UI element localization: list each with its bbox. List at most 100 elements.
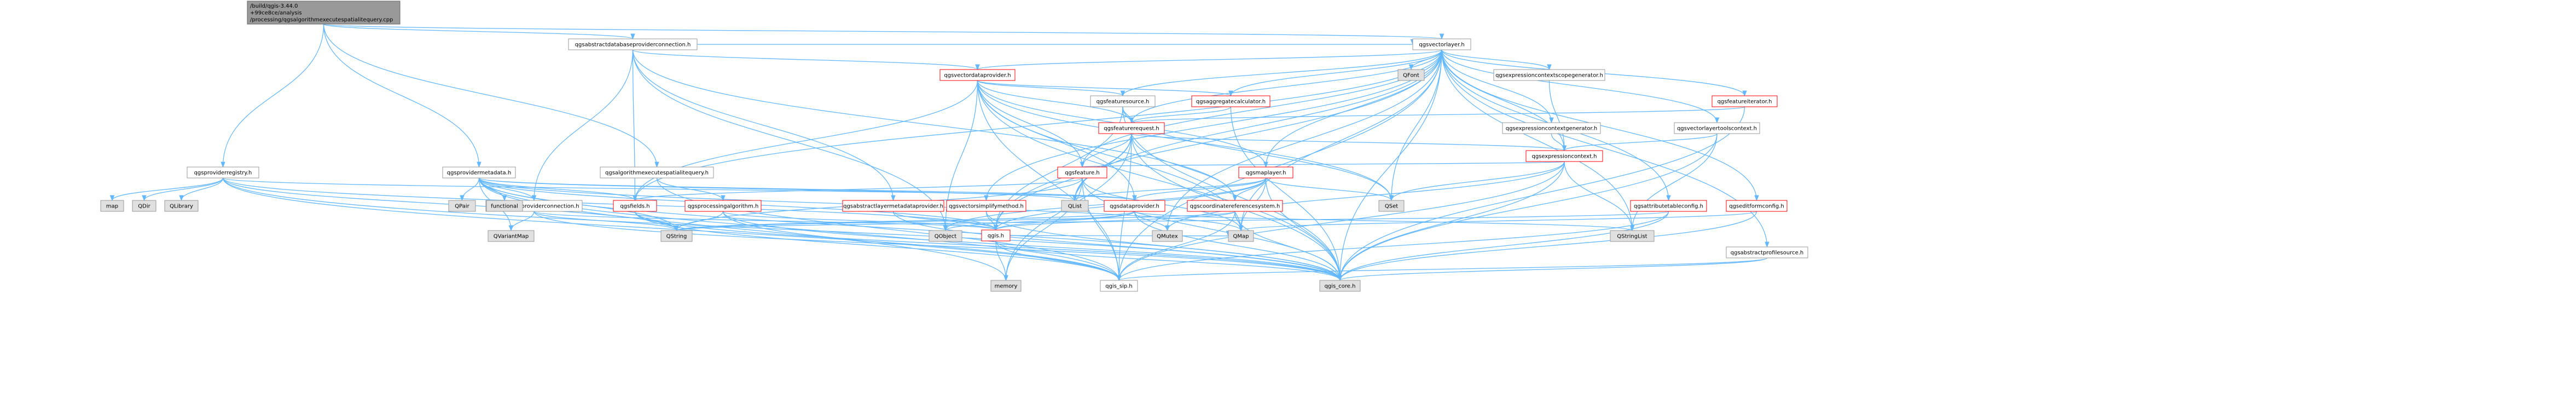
graph-node-qgis-h[interactable]: qgis.h bbox=[981, 229, 1011, 241]
graph-node-functional[interactable]: functional bbox=[486, 200, 523, 212]
dependency-edge bbox=[478, 177, 537, 202]
edge-line bbox=[1074, 177, 1267, 201]
node-label: qgsfeaturesource.h bbox=[1096, 99, 1150, 105]
dependency-edge bbox=[460, 177, 480, 202]
edge-arrowhead bbox=[1165, 225, 1170, 232]
graph-node-qgsfeaturesource-h[interactable]: qgsfeaturesource.h bbox=[1090, 95, 1156, 107]
graph-node-qgsfeature-h[interactable]: qgsfeature.h bbox=[1057, 166, 1107, 179]
node-label: QLibrary bbox=[170, 204, 193, 210]
graph-node-qgsproviderregistry-h[interactable]: qgsproviderregistry.h bbox=[187, 166, 259, 179]
edge-arrowhead bbox=[1337, 275, 1343, 281]
edge-arrowhead bbox=[1072, 195, 1077, 202]
edge-line bbox=[1564, 133, 1718, 151]
graph-node-qgsexpressioncontextgenerator-h[interactable]: qgsexpressioncontextgenerator.h bbox=[1502, 122, 1601, 134]
node-box bbox=[1674, 122, 1760, 134]
graph-node-qgsprocessingalgorithm-h[interactable]: qgsprocessingalgorithm.h bbox=[684, 200, 762, 212]
node-box bbox=[1378, 200, 1405, 212]
graph-node-qdir[interactable]: QDir bbox=[132, 200, 156, 212]
graph-node-qgsmaplayer-h[interactable]: qgsmaplayer.h bbox=[1238, 166, 1293, 179]
edge-arrowhead bbox=[1547, 64, 1552, 71]
graph-node-qgscoordinatereferencesystem-h[interactable]: qgscoordinatereferencesystem.h bbox=[1187, 200, 1283, 212]
graph-node-qgsexpressioncontext-h[interactable]: qgsexpressioncontext.h bbox=[1525, 150, 1603, 162]
edge-line bbox=[478, 177, 1007, 281]
edge-line bbox=[533, 211, 677, 231]
node-label: qgis.h bbox=[988, 233, 1004, 239]
graph-node-qgsfields-h[interactable]: qgsfields.h bbox=[613, 200, 657, 212]
graph-node-qvariantmap[interactable]: QVariantMap bbox=[488, 230, 535, 242]
dependency-edge bbox=[1072, 177, 1267, 202]
dependency-edge bbox=[977, 80, 1233, 97]
dependency-edge bbox=[943, 211, 1135, 232]
edge-line bbox=[1265, 177, 1392, 201]
graph-node-qlist[interactable]: QList bbox=[1061, 200, 1089, 212]
edge-line bbox=[995, 211, 1235, 231]
edge-line bbox=[143, 177, 224, 201]
edge-line bbox=[995, 240, 1119, 281]
edge-line bbox=[1230, 49, 1442, 96]
dependency-edge bbox=[633, 80, 978, 202]
graph-node-qlibrary[interactable]: QLibrary bbox=[164, 200, 199, 212]
dependency-edge bbox=[1337, 257, 1768, 281]
dependency-edge bbox=[977, 80, 1125, 97]
graph-node-qgsabstractlayermetadataprovider-h[interactable]: qgsabstractlayermetadataprovider.h bbox=[842, 200, 944, 212]
dependency-edge bbox=[1441, 49, 1720, 124]
edge-line bbox=[1134, 211, 1341, 281]
graph-node-qgsattributetableconfig-h[interactable]: qgsattributetableconfig.h bbox=[1630, 200, 1707, 212]
graph-node-qgsalgorithmexecutespatialitequery-h[interactable]: qgsalgorithmexecutespatialitequery.h bbox=[600, 166, 714, 179]
node-label: qgsfeature.h bbox=[1065, 170, 1100, 176]
dependency-edge bbox=[995, 240, 1343, 281]
node-box bbox=[1061, 200, 1089, 212]
graph-node-qgis-core-h[interactable]: qgis_core.h bbox=[1319, 280, 1361, 292]
graph-node-memory[interactable]: memory bbox=[990, 280, 1022, 292]
dependency-edge bbox=[1134, 211, 1635, 232]
edge-arrowhead bbox=[109, 195, 115, 202]
edge-arrowhead bbox=[1232, 195, 1238, 202]
edge-line bbox=[1131, 106, 1232, 123]
graph-node-qgsaggregatecalculator-h[interactable]: qgsaggregatecalculator.h bbox=[1191, 95, 1270, 107]
graph-node-qmutex[interactable]: QMutex bbox=[1152, 230, 1183, 242]
graph-node-qgsfeaturerequest-h[interactable]: qgsfeaturerequest.h bbox=[1098, 122, 1165, 134]
graph-node-qgsabstractprofilesource-h[interactable]: qgsabstractprofilesource.h bbox=[1726, 246, 1808, 258]
graph-node-qpair[interactable]: QPair bbox=[448, 200, 476, 212]
edge-line bbox=[323, 24, 634, 39]
graph-node-qgsvectorlayer-h[interactable]: qgsvectorlayer.h bbox=[1412, 38, 1471, 50]
node-label: /processing/qgsalgorithmexecutespatialit… bbox=[250, 17, 393, 23]
graph-node-qstringlist[interactable]: QStringList bbox=[1610, 230, 1655, 242]
node-label: memory bbox=[995, 284, 1018, 290]
graph-node-qmap[interactable]: QMap bbox=[1228, 230, 1254, 242]
edge-line bbox=[977, 49, 1442, 70]
dependency-edge bbox=[1120, 49, 1442, 97]
graph-node-qgsabstractdatabaseproviderconnection-h[interactable]: qgsabstractdatabaseproviderconnection.h bbox=[568, 38, 698, 50]
graph-node-qobject[interactable]: QObject bbox=[929, 230, 962, 242]
edge-arrowhead bbox=[630, 33, 635, 40]
edge-line bbox=[1339, 211, 1669, 281]
graph-node-qgsexpressioncontextscopegenerator-h[interactable]: qgsexpressioncontextscopegenerator.h bbox=[1493, 69, 1605, 81]
graph-node-qset[interactable]: QSet bbox=[1378, 200, 1405, 212]
graph-node-qgsdataprovider-h[interactable]: qgsdataprovider.h bbox=[1104, 200, 1165, 212]
node-box bbox=[1319, 280, 1361, 292]
edge-line bbox=[181, 177, 224, 201]
dependency-edge bbox=[656, 177, 1122, 281]
edge-line bbox=[1548, 80, 1565, 151]
graph-node-qfont[interactable]: QFont bbox=[1397, 69, 1425, 81]
graph-node-qgsvectorlayertoolscontext-h[interactable]: qgsvectorlayertoolscontext.h bbox=[1674, 122, 1760, 134]
graph-node-qgis-sip-h[interactable]: qgis_sip.h bbox=[1100, 280, 1138, 292]
graph-node-qgsprovidermetadata-h[interactable]: qgsprovidermetadata.h bbox=[442, 166, 516, 179]
graph-node-qstring[interactable]: QString bbox=[660, 230, 693, 242]
node-box bbox=[660, 230, 693, 242]
node-label: qgsexpressioncontextgenerator.h bbox=[1506, 126, 1598, 132]
node-label: qgsmaplayer.h bbox=[1246, 170, 1286, 176]
node-label: functional bbox=[491, 204, 518, 210]
graph-node-map[interactable]: map bbox=[100, 200, 124, 212]
node-label: QObject bbox=[935, 234, 957, 240]
dependency-edge bbox=[632, 49, 980, 71]
edge-line bbox=[634, 211, 677, 231]
node-label: qgis_core.h bbox=[1325, 284, 1356, 290]
graph-node-qgseditformconfig-h[interactable]: qgseditformconfig.h bbox=[1726, 200, 1788, 212]
graph-node-qgsvectorsimplifymethod-h[interactable]: qgsvectorsimplifymethod.h bbox=[946, 200, 1026, 212]
dependency-edge bbox=[697, 39, 1415, 45]
graph-node-qgsvectordataprovider-h[interactable]: qgsvectordataprovider.h bbox=[939, 69, 1016, 81]
graph-node-qgsfeatureiterator-h[interactable]: qgsfeatureiterator.h bbox=[1711, 95, 1778, 107]
dependency-edge bbox=[995, 240, 1008, 281]
node-box bbox=[1187, 200, 1283, 212]
